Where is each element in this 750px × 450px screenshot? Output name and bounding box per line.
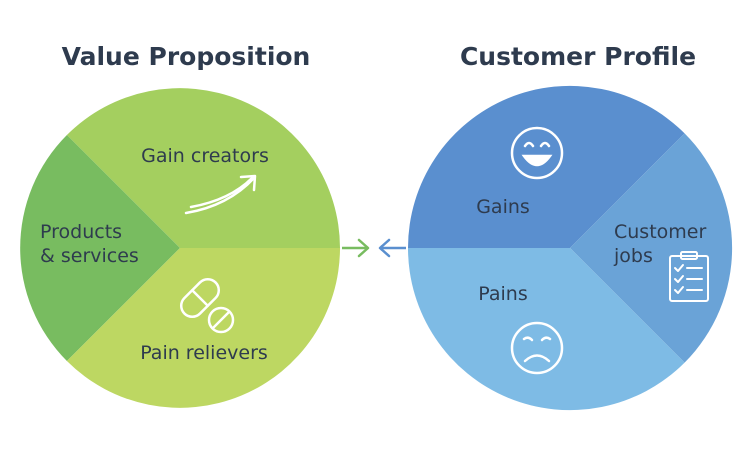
gain-creators-label: Gain creators <box>141 145 269 167</box>
pains-segment[interactable] <box>407 248 685 411</box>
value-proposition-circle <box>20 88 341 408</box>
pains-label: Pains <box>478 283 527 305</box>
value-proposition-title: Value Proposition <box>62 42 311 71</box>
green-arrow-icon <box>342 238 370 258</box>
gains-segment[interactable] <box>407 85 685 248</box>
customer-jobs-segment[interactable] <box>570 133 733 363</box>
customer-profile-title: Customer Profile <box>460 42 696 71</box>
clipboard-checklist-icon <box>669 251 709 302</box>
customer-jobs-label-line2: jobs <box>613 245 653 267</box>
rising-arrow-icon <box>184 174 257 215</box>
customer-profile-circle <box>407 85 733 411</box>
customer-jobs-label-line1: Customer <box>614 221 706 243</box>
products-services-segment[interactable] <box>20 135 180 361</box>
blue-arrow-icon <box>378 238 406 258</box>
smile-face-icon <box>510 126 564 180</box>
fit-arrows <box>342 238 406 258</box>
pain-relievers-segment[interactable] <box>66 248 341 408</box>
pill-icon <box>179 277 235 334</box>
sad-face-icon <box>510 321 564 375</box>
products-label-line2: & services <box>40 245 139 267</box>
gains-label: Gains <box>476 196 530 218</box>
gain-creators-segment[interactable] <box>66 88 341 248</box>
pain-relievers-label: Pain relievers <box>140 342 268 364</box>
products-label-line1: Products <box>40 221 122 243</box>
